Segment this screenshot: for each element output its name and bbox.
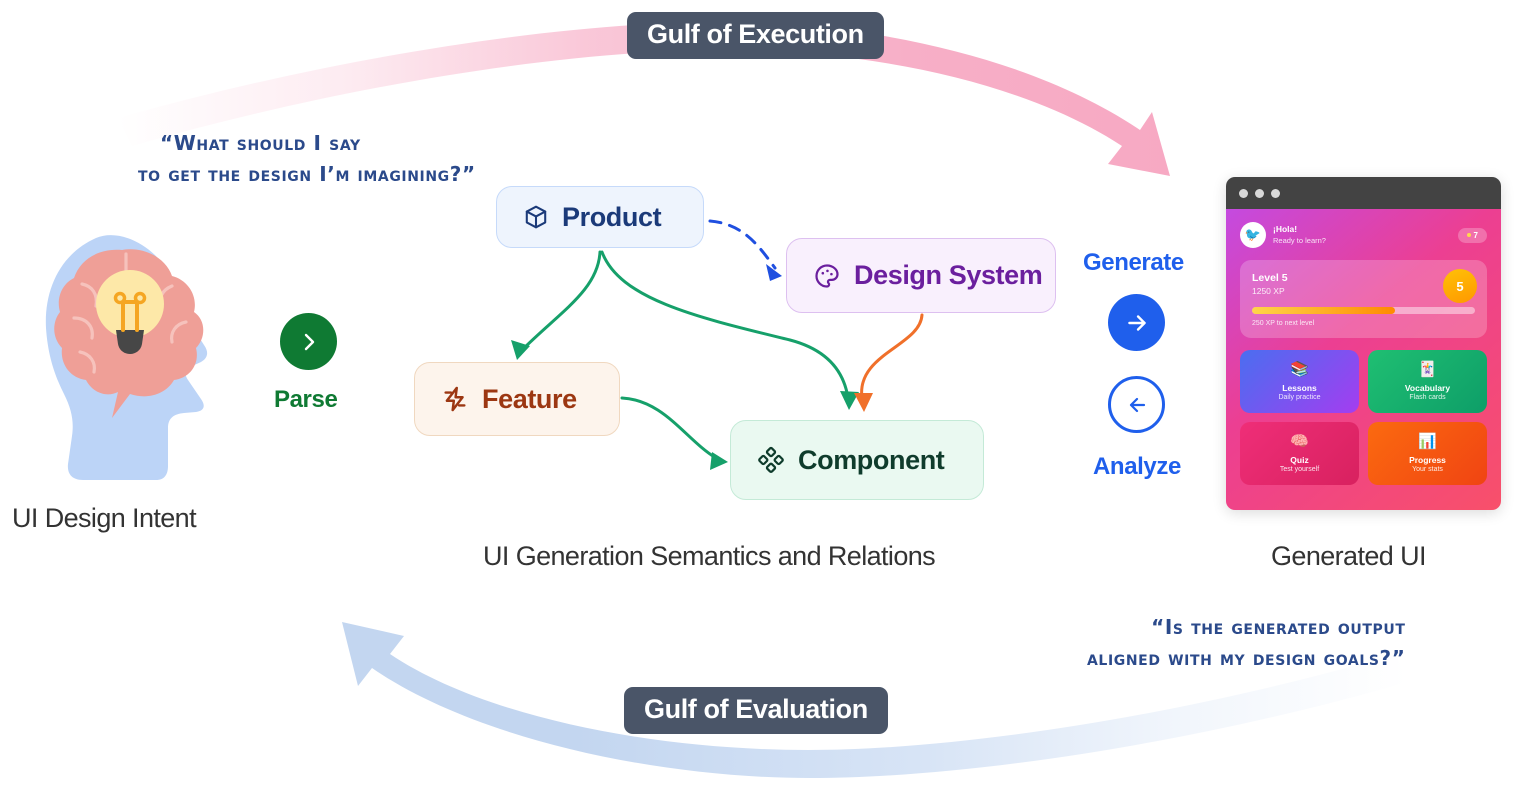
window-dot-minimize[interactable] <box>1255 188 1264 198</box>
bar-chart-icon: 📊 <box>1418 433 1437 451</box>
mockup-level-badge: 5 <box>1443 269 1477 303</box>
mockup-card-quiz-subtitle: Test yourself <box>1279 465 1320 473</box>
node-feature[interactable]: Feature <box>414 362 620 436</box>
evaluation-quote-line-2: aligned with my design goals?” <box>1087 646 1406 670</box>
mockup-streak-count: 7 <box>1473 230 1478 240</box>
mockup-progress-bar <box>1252 307 1475 314</box>
chevron-right-icon <box>304 333 314 350</box>
mockup-greeting: ¡Hola! <box>1273 224 1298 235</box>
generate-button[interactable] <box>1108 294 1165 351</box>
bird-avatar-icon: 🐦 <box>1240 222 1266 248</box>
mockup-level-xp: 1250 XP <box>1252 286 1285 296</box>
mockup-card-lessons[interactable]: 📚 Lessons Daily practice <box>1240 350 1359 413</box>
mockup-card-lessons-title: Lessons <box>1282 382 1317 393</box>
analyze-label: Analyze <box>1093 453 1181 480</box>
arrow-right-icon <box>1127 314 1146 331</box>
edge-feature-to-component <box>620 396 728 470</box>
analyze-button[interactable] <box>1108 376 1165 433</box>
ui-design-intent-caption: UI Design Intent <box>12 503 197 533</box>
mockup-level-title: Level 5 <box>1252 272 1288 284</box>
parse-label: Parse <box>274 386 338 413</box>
books-icon: 📚 <box>1290 361 1309 379</box>
edge-design-system-to-component <box>854 313 924 412</box>
window-dot-maximize[interactable] <box>1271 188 1280 198</box>
mockup-header: 🐦 ¡Hola! Ready to learn? 7 <box>1240 222 1487 248</box>
node-product-label: Product <box>562 201 662 232</box>
node-feature-label: Feature <box>482 383 577 414</box>
mockup-card-quiz-title: Quiz <box>1290 454 1309 465</box>
evaluation-quote: “Is the generated output aligned with my… <box>1087 612 1406 674</box>
mockup-card-vocabulary-subtitle: Flash cards <box>1409 393 1446 401</box>
mockup-card-progress[interactable]: 📊 Progress Your stats <box>1368 422 1487 485</box>
window-dot-close[interactable] <box>1239 188 1248 198</box>
semantics-caption: UI Generation Semantics and Relations <box>483 541 936 571</box>
node-component[interactable]: Component <box>730 420 984 500</box>
brain-icon: 🧠 <box>1290 433 1309 451</box>
mockup-greeting-subtitle: Ready to learn? <box>1273 235 1326 245</box>
intent-quote: “What should I say to get the design I’m… <box>138 128 476 190</box>
node-design-system[interactable]: Design System <box>786 238 1056 313</box>
gulf-of-evaluation-label: Gulf of Evaluation <box>624 687 888 734</box>
mockup-card-vocabulary-title: Vocabulary <box>1404 382 1451 393</box>
generate-label: Generate <box>1083 249 1184 276</box>
evaluation-quote-line-1: “Is the generated output <box>1151 615 1406 639</box>
mockup-body: 🐦 ¡Hola! Ready to learn? 7 Level 5 1250 … <box>1226 209 1501 510</box>
mockup-card-grid: 📚 Lessons Daily practice 🃏 Vocabulary Fl… <box>1240 350 1487 485</box>
parse-button[interactable] <box>280 313 337 370</box>
mockup-card-progress-title: Progress <box>1409 454 1446 465</box>
diamond-cluster-icon <box>757 446 785 474</box>
mockup-next-level-note: 250 XP to next level <box>1252 320 1315 327</box>
edge-product-to-feature <box>511 250 602 360</box>
node-component-label: Component <box>798 444 945 475</box>
generated-ui-caption: Generated UI <box>1271 541 1427 571</box>
mockup-titlebar <box>1226 177 1501 209</box>
lightning-icon <box>441 385 469 413</box>
edge-product-to-design-system <box>708 219 782 281</box>
mockup-progress-bar-fill <box>1252 307 1395 314</box>
mockup-user-block: 🐦 ¡Hola! Ready to learn? <box>1240 222 1326 248</box>
node-design-system-label: Design System <box>854 260 1043 290</box>
gulf-of-execution-label: Gulf of Execution <box>627 12 884 59</box>
streak-dot-icon <box>1466 233 1471 237</box>
intent-quote-line-2: to get the design I’m imagining?” <box>138 162 476 186</box>
mockup-card-quiz[interactable]: 🧠 Quiz Test yourself <box>1240 422 1359 485</box>
mockup-card-progress-subtitle: Your stats <box>1412 465 1443 473</box>
palette-icon <box>813 262 841 290</box>
arrow-left-icon <box>1129 397 1145 412</box>
mockup-card-lessons-subtitle: Daily practice <box>1278 393 1321 401</box>
generated-ui-mockup: 🐦 ¡Hola! Ready to learn? 7 Level 5 1250 … <box>1226 177 1501 510</box>
package-icon <box>523 204 549 230</box>
intent-quote-line-1: “What should I say <box>160 131 361 155</box>
brain-lightbulb-head-icon <box>38 232 238 487</box>
mockup-level-card: Level 5 1250 XP 5 250 XP to next level <box>1240 260 1487 338</box>
node-product[interactable]: Product <box>496 186 704 248</box>
mockup-card-vocabulary[interactable]: 🃏 Vocabulary Flash cards <box>1368 350 1487 413</box>
flashcard-icon: 🃏 <box>1418 361 1437 379</box>
mockup-streak-badge[interactable]: 7 <box>1457 227 1487 243</box>
